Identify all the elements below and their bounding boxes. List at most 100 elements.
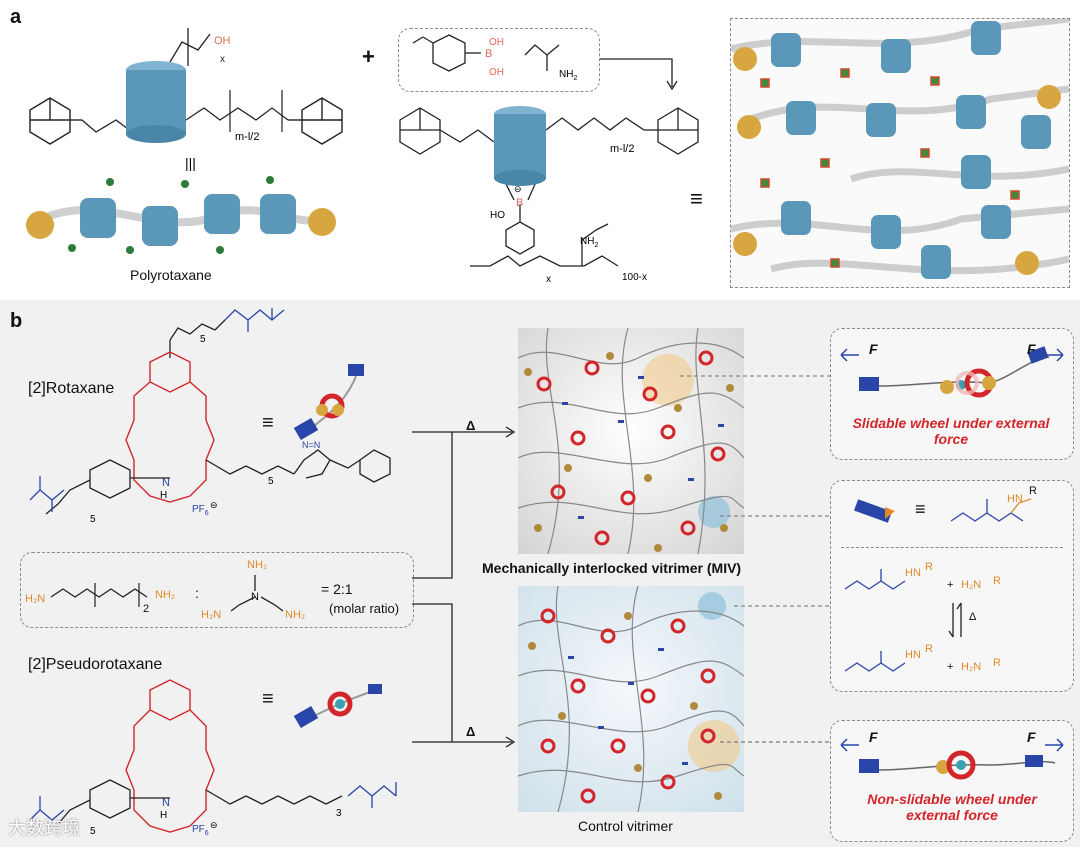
r1-b: R (993, 657, 1001, 669)
hn-a: HN (905, 567, 921, 579)
h2n-b: H₂N (961, 661, 982, 673)
pf6-minus-rotaxane: ⊖ (210, 500, 218, 510)
slidable-wheel-cartoon (840, 346, 1064, 398)
network-beads (733, 47, 1061, 275)
exchange-reactant (844, 569, 906, 590)
pseudorotaxane-label: [2]Pseudorotaxane (28, 656, 163, 673)
stopper-bead-left (26, 211, 54, 239)
diamine-structure (50, 583, 148, 607)
hundred-minus-x: 100-x (622, 272, 647, 283)
vin-r: R (1029, 485, 1037, 497)
leader-line-bottom (720, 741, 830, 743)
panel-b: b [2]Rotaxane [2]Pseudorotaxane 5 (0, 300, 1080, 847)
reaction-arrow (600, 58, 678, 91)
vin-hn: HN (1007, 493, 1023, 505)
monomer-structures: B OH OH NH2 (412, 34, 577, 82)
rotaxane-cartoon (293, 364, 364, 441)
identical-symbol: ||| (185, 155, 196, 171)
equiv-pseudo: ≡ (262, 688, 274, 710)
acrylamide-nh2: NH2 (559, 69, 577, 82)
h2n-a: H₂N (961, 579, 982, 591)
force-left-top: F (869, 341, 878, 357)
cyclodextrin-rings (80, 194, 296, 246)
boron-minus: ⊖ (514, 184, 522, 194)
crosslinked-structure: m-l/2 B ⊖ HO NH2 x 100-x (399, 106, 699, 285)
delta-bottom: Δ (466, 724, 476, 739)
boronic-oh-1: OH (489, 37, 504, 48)
sub5-rotaxane-left: 5 (90, 514, 96, 525)
sub2-diamine: 2 (143, 603, 150, 615)
diamine-right-nh2: NH₂ (155, 589, 176, 601)
sub3-pseudo: 3 (336, 808, 342, 819)
pseudorotaxane-cartoon (293, 684, 382, 729)
panel-a: a OH x m-l/2 ||| (0, 0, 1080, 300)
r1-a: R (925, 561, 933, 573)
diamine-left-nh2: H₂N (25, 593, 46, 605)
force-right-bottom: F (1027, 729, 1036, 745)
control-caption: Control vitrimer (578, 818, 673, 834)
polyrotaxane-caption: Polyrotaxane (130, 267, 212, 283)
cyclodextrin-icon (126, 61, 186, 143)
crosslink-cartoon-icon (854, 499, 895, 523)
ratio-value: = 2:1 (321, 581, 353, 597)
tris-amine-structure (230, 575, 284, 612)
triazole-label: N=N (302, 440, 320, 450)
panel-b-label: b (10, 310, 23, 332)
ho-label: HO (490, 210, 505, 221)
plus-a: + (947, 579, 954, 591)
sub5-rotaxane-right: 5 (268, 476, 274, 487)
adamantane-left (29, 97, 82, 145)
polyrotaxane-cartoon (26, 176, 336, 254)
boronic-oh-2: OH (489, 67, 504, 78)
pf6-rotaxane: PF6 (192, 504, 209, 517)
ratio-colon: : (195, 585, 199, 601)
oh-label: OH (214, 35, 231, 47)
tris-nh2-right: NH₂ (285, 609, 306, 621)
nh2-plus-rotaxane: N (162, 477, 170, 489)
non-slidable-caption: Non-slidable wheel under external force (867, 791, 1037, 823)
leader-lines (680, 375, 830, 743)
hn-b: HN (905, 649, 921, 661)
bottom-nh2: NH2 (580, 236, 598, 249)
h2-pseudo: H (160, 810, 167, 821)
adamantane-right (288, 97, 343, 145)
control-network-drawing (518, 586, 744, 812)
nh2-plus-pseudo: N (162, 797, 170, 809)
non-slidable-wheel-box: F F Non-slidable wheel under external fo… (830, 720, 1074, 842)
network-cartoon (731, 19, 1069, 279)
watermark: 大数跨境 (8, 818, 80, 838)
amine-crosslinker-box: H₂N 2 NH₂ : NH₂ H₂N NH₂ N = 2:1 (molar r… (20, 552, 414, 628)
polyrotaxane-structure: OH x m-l/2 ||| (29, 28, 343, 171)
divider (841, 547, 1063, 548)
slidable-wheel-box: F F Slidable wheel under external force (830, 328, 1074, 460)
rotaxane-structure: 5 N H PF6 ⊖ 5 N=N 5 (29, 308, 391, 525)
r2-b: R (925, 643, 933, 655)
force-left-bottom: F (869, 729, 878, 745)
m-l2-label-left: m-l/2 (235, 131, 259, 143)
m-l2-label-right: m-l/2 (610, 143, 634, 155)
r2-a: R (993, 575, 1001, 587)
miv-caption: Mechanically interlocked vitrimer (MIV) (482, 560, 742, 576)
h2-rotaxane: H (160, 490, 167, 501)
rotaxane-label: [2]Rotaxane (28, 380, 115, 397)
molar-ratio-note: (molar ratio) (329, 601, 400, 616)
equilibrium-arrows (948, 602, 962, 638)
stopper-bead-right (308, 208, 336, 236)
monomer-box: B OH OH NH2 (398, 28, 600, 92)
x-sub-bottom: x (546, 274, 551, 285)
slidable-caption: Slidable wheel under external force (852, 415, 1050, 447)
plus-sign: + (362, 44, 375, 69)
network-rings (771, 21, 1051, 279)
sub5-pseudo: 5 (90, 826, 96, 837)
pf6-minus-pseudo: ⊖ (210, 820, 218, 830)
force-right-top: F (1027, 341, 1036, 357)
control-network-image (518, 586, 744, 812)
miv-network-drawing (518, 328, 744, 554)
x-sub-label: x (220, 54, 225, 65)
plus-b: + (947, 661, 954, 673)
equiv-rotaxane: ≡ (262, 412, 274, 434)
exchange-product (844, 651, 906, 672)
panel-a-label: a (10, 6, 22, 28)
tris-nh2-left: H₂N (201, 609, 222, 621)
process-arrows (412, 426, 516, 748)
